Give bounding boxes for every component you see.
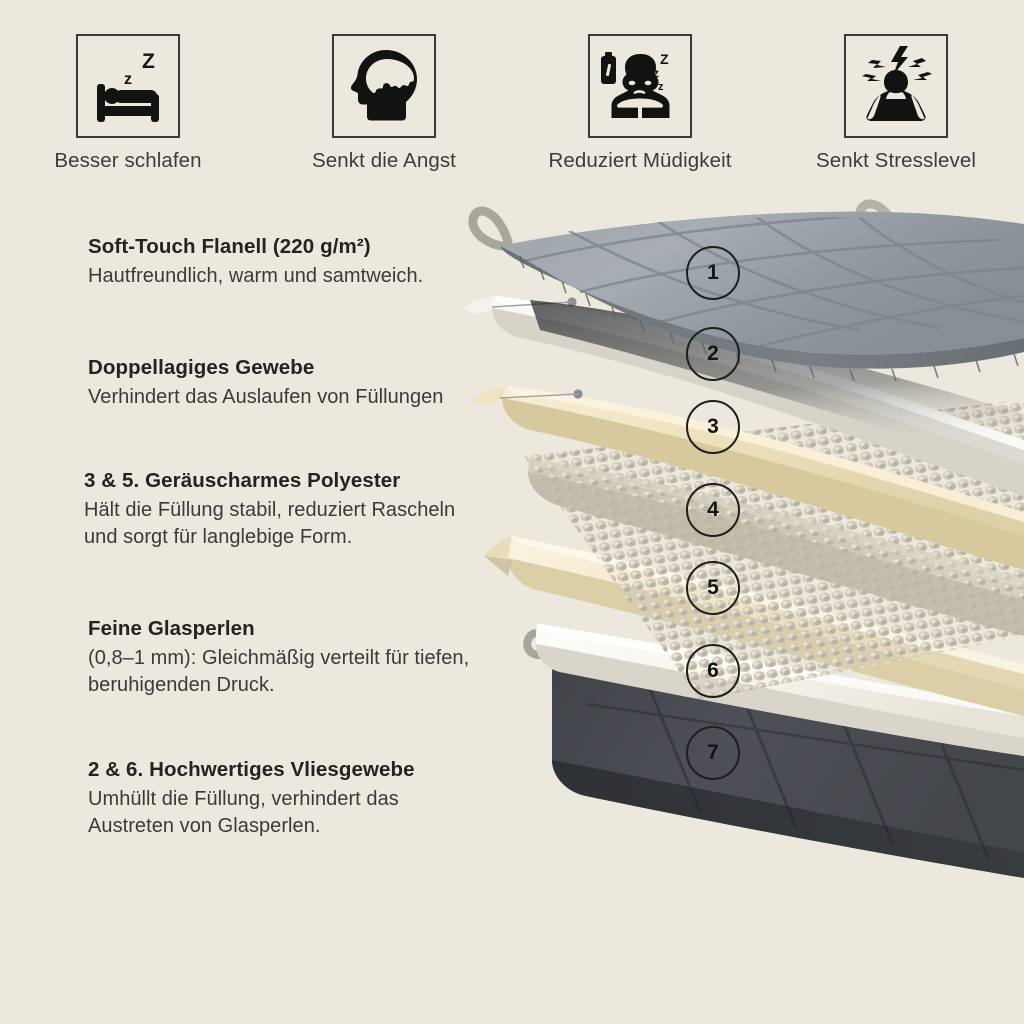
feature-block-doppellagiges-gewebe: Doppellagiges Gewebe Verhindert das Ausl…: [88, 355, 443, 411]
feature-body-line: (0,8–1 mm): Gleichmäßig verteilt für tie…: [88, 646, 470, 669]
layer-7-flanell-bottom: [523, 629, 1024, 878]
svg-text:Z: Z: [660, 51, 669, 67]
sleeping-in-bed-zzz-icon: Z z: [76, 34, 180, 138]
feature-title: Doppellagiges Gewebe: [88, 356, 315, 379]
stressed-person-lightning-icon: [844, 34, 948, 138]
layer-4-glasperlen-fill: [524, 400, 1024, 700]
svg-text:Z: Z: [142, 50, 155, 73]
svg-text:z: z: [653, 66, 659, 80]
layer-badge-3[interactable]: 3: [686, 400, 740, 454]
layer-badge-2[interactable]: 2: [686, 327, 740, 381]
benefit-item-reduce-fatigue: Z z z Reduziert Müdigkeit: [517, 34, 763, 173]
feature-body-line: Austreten von Glasperlen.: [88, 815, 321, 838]
feature-body: Hautfreundlich, warm und samtweich.: [88, 263, 423, 290]
feature-block-feine-glasperlen: Feine Glasperlen (0,8–1 mm): Gleichmäßig…: [88, 616, 469, 699]
layer-badge-6[interactable]: 6: [686, 644, 740, 698]
layer-badge-5[interactable]: 5: [686, 561, 740, 615]
layer-badge-4[interactable]: 4: [686, 483, 740, 537]
benefit-label: Senkt Stresslevel: [815, 149, 977, 172]
feature-title: Soft-Touch Flanell (220 g/m²): [88, 235, 371, 258]
layer-badge-7[interactable]: 7: [686, 726, 740, 780]
head-brain-profile-icon: [332, 34, 436, 138]
benefit-label: Reduziert Müdigkeit: [548, 149, 732, 172]
benefits-row: Z z Besser schlafen: [0, 34, 1024, 174]
layer-6-vliesgewebe-lower: [536, 623, 1024, 756]
feature-body-line: Hautfreundlich, warm und samtweich.: [88, 264, 424, 287]
feature-body-line: Hält die Füllung stabil, reduziert Rasch…: [84, 498, 456, 521]
layer-5-polyester-lower: [484, 535, 1024, 716]
benefit-label: Senkt die Angst: [312, 149, 456, 172]
feature-body-line: beruhigenden Druck.: [88, 674, 275, 697]
feature-title: Feine Glasperlen: [88, 617, 255, 640]
benefit-item-reduce-stress: Senkt Stresslevel: [773, 34, 1019, 173]
benefit-item-better-sleep: Z z Besser schlafen: [5, 34, 251, 173]
feature-block-hochwertiges-vliesgewebe: 2 & 6. Hochwertiges Vliesgewebe Umhüllt …: [88, 757, 415, 840]
layer-badge-1[interactable]: 1: [686, 246, 740, 300]
tired-person-battery-zzz-icon: Z z z: [588, 34, 692, 138]
layer-2-vliesgewebe-upper: [462, 295, 1024, 496]
feature-body-line: Umhüllt die Füllung, verhindert das: [88, 787, 399, 810]
benefit-label: Besser schlafen: [54, 149, 202, 172]
feature-block-soft-touch-flanell: Soft-Touch Flanell (220 g/m²) Hautfreund…: [88, 234, 423, 290]
feature-body: Verhindert das Auslaufen von Füllungen: [88, 384, 443, 411]
feature-body-line: und sorgt für langlebige Form.: [84, 526, 353, 549]
svg-text:z: z: [124, 71, 132, 88]
feature-body: Hält die Füllung stabil, reduziert Rasch…: [84, 497, 455, 552]
feature-body-line: Verhindert das Auslaufen von Füllungen: [88, 385, 444, 408]
layer-3-polyester-upper: [472, 385, 1024, 570]
layer-1-flanell-top: [468, 199, 1024, 382]
benefit-item-reduce-anxiety: Senkt die Angst: [261, 34, 507, 173]
svg-text:z: z: [658, 81, 664, 93]
feature-title: 3 & 5. Geräuscharmes Polyester: [84, 469, 401, 492]
feature-block-geraeuscharmes-polyester: 3 & 5. Geräuscharmes Polyester Hält die …: [84, 468, 455, 551]
feature-body: Umhüllt die Füllung, verhindert das Aust…: [88, 786, 415, 841]
feature-body: (0,8–1 mm): Gleichmäßig verteilt für tie…: [88, 645, 469, 700]
feature-title: 2 & 6. Hochwertiges Vliesgewebe: [88, 758, 415, 781]
